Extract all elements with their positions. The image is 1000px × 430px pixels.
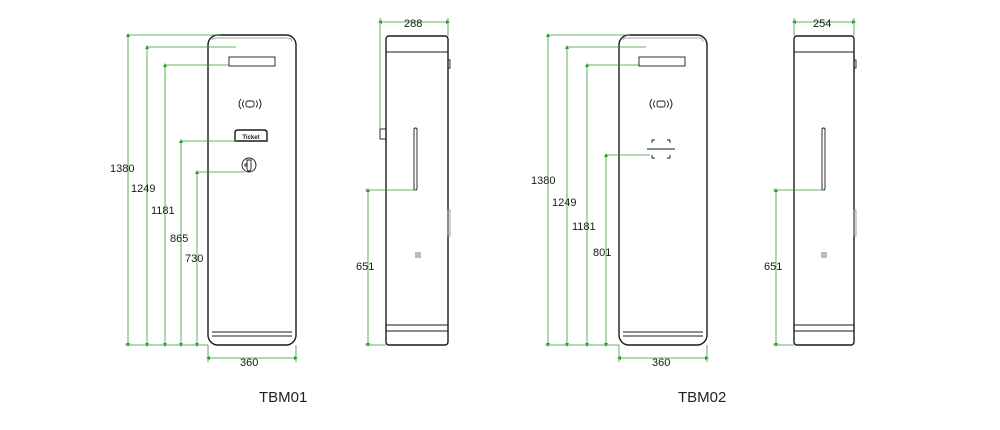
tbm02-front-view bbox=[618, 34, 708, 346]
tbm02-side-view bbox=[793, 35, 857, 346]
speaker-icon bbox=[415, 252, 421, 258]
qr-scanner-icon bbox=[647, 139, 675, 159]
tbm01-side-slot bbox=[379, 128, 387, 140]
tbm02-dim-height: 1380 bbox=[531, 175, 555, 187]
tbm01-dim-1181: 1181 bbox=[151, 205, 175, 217]
tbm02-dim-801: 801 bbox=[593, 247, 611, 259]
tbm02-side-dimensions: 254 651 bbox=[764, 18, 856, 347]
tbm01-dim-730: 730 bbox=[185, 253, 203, 265]
tbm01-dim-width: 360 bbox=[240, 357, 258, 369]
tbm02-dim-1181: 1181 bbox=[572, 221, 596, 233]
tbm02-model-label: TBM02 bbox=[678, 389, 726, 406]
tbm02-dim-width: 360 bbox=[652, 357, 670, 369]
tbm02-front-dimensions: 1380 1249 1181 801 360 bbox=[531, 33, 709, 369]
tbm01-dim-side-height: 651 bbox=[356, 261, 374, 273]
rfid-icon bbox=[238, 98, 262, 110]
rfid-icon bbox=[649, 98, 673, 110]
tbm01-dim-865: 865 bbox=[170, 233, 188, 245]
tbm01-dim-1249: 1249 bbox=[131, 183, 155, 195]
tbm01-dim-depth: 288 bbox=[404, 18, 422, 30]
coin-icon bbox=[241, 157, 257, 173]
tbm02-side-body bbox=[793, 35, 855, 346]
tbm01-display bbox=[228, 56, 276, 67]
tbm01-side-dimensions: 288 651 bbox=[356, 18, 450, 347]
tbm02-dim-1249: 1249 bbox=[552, 197, 576, 209]
tbm01-model-label: TBM01 bbox=[259, 389, 307, 406]
ticket-slot-icon: Ticket bbox=[234, 129, 268, 142]
tbm02-front-body bbox=[618, 34, 708, 346]
tbm01-front-view: Ticket bbox=[207, 34, 297, 346]
tbm02-display bbox=[638, 56, 686, 67]
tbm01-front-dimensions: 1380 1249 1181 865 730 360 bbox=[110, 33, 298, 369]
tbm01-side-body bbox=[385, 35, 449, 346]
tbm01-dim-height: 1380 bbox=[110, 163, 134, 175]
speaker-icon bbox=[821, 252, 827, 258]
ticket-label: Ticket bbox=[242, 135, 259, 141]
tbm01-side-view bbox=[379, 35, 451, 346]
tbm02-dim-side-height: 651 bbox=[764, 261, 782, 273]
tbm02-dim-depth: 254 bbox=[813, 18, 831, 30]
tbm01-front-body bbox=[207, 34, 297, 346]
